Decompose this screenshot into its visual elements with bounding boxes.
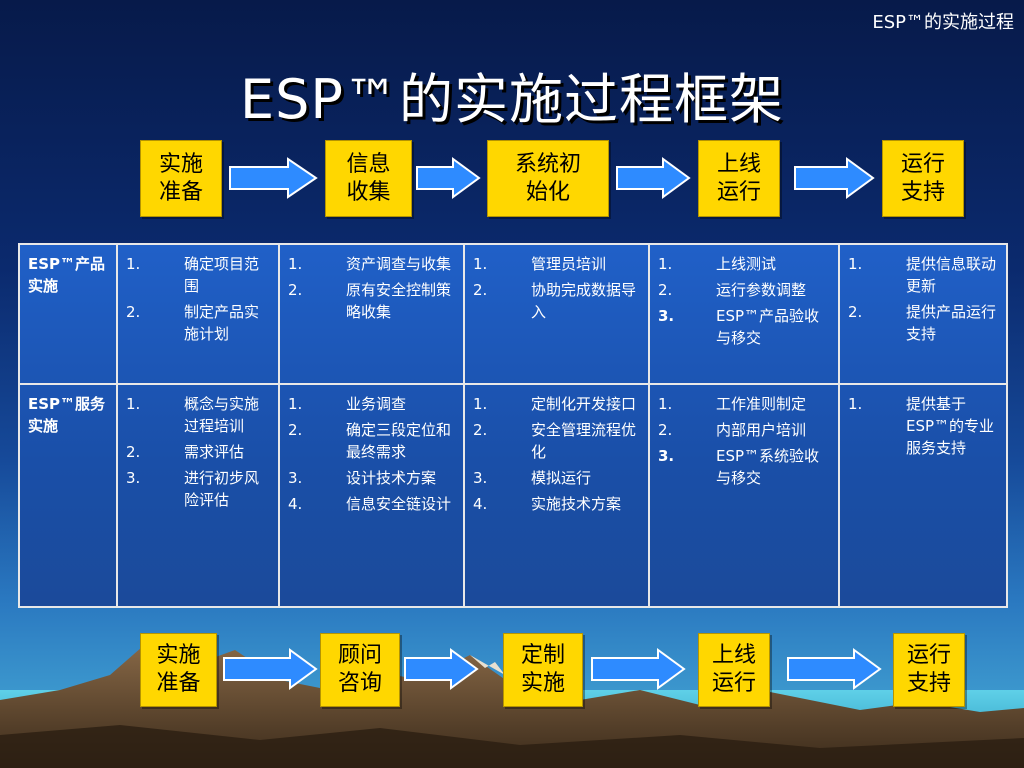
table-cell: 1.资产调查与收集 2.原有安全控制策略收集 <box>278 243 465 385</box>
bottom-step-1: 实施 准备 <box>140 633 217 707</box>
row-header-service: ESP™服务实施 <box>18 383 118 608</box>
slide-corner-title: ESP™的实施过程 <box>872 12 1014 33</box>
flow-arrow-icon <box>616 157 691 199</box>
bottom-step-5: 运行 支持 <box>893 633 965 707</box>
table-cell: 1.上线测试 2.运行参数调整 3.ESP™产品验收与移交 <box>648 243 840 385</box>
table-cell: 1.定制化开发接口 2.安全管理流程优化 3.模拟运行 4.实施技术方案 <box>463 383 650 608</box>
top-process-flow: 实施 准备 信息 收集 系统初 始化 上线 运行 运行 支持 <box>0 140 1024 220</box>
flow-arrow-icon <box>223 648 318 690</box>
flow-arrow-icon <box>787 648 882 690</box>
table-cell: 1.提供信息联动更新 2.提供产品运行支持 <box>838 243 1008 385</box>
table-row: ESP™产品实施 1.确定项目范围 2.制定产品实施计划 1.资产调查与收集 2… <box>18 243 1008 385</box>
top-step-1: 实施 准备 <box>140 140 222 217</box>
top-step-5: 运行 支持 <box>882 140 964 217</box>
table-cell: 1.工作准则制定 2.内部用户培训 3.ESP™系统验收与移交 <box>648 383 840 608</box>
table-cell: 1.管理员培训 2.协助完成数据导入 <box>463 243 650 385</box>
row-header-product: ESP™产品实施 <box>18 243 118 385</box>
bottom-step-3: 定制 实施 <box>503 633 583 707</box>
flow-arrow-icon <box>404 648 479 690</box>
table-cell: 1.提供基于ESP™的专业服务支持 <box>838 383 1008 608</box>
flow-arrow-icon <box>229 157 318 199</box>
bottom-step-4: 上线 运行 <box>698 633 770 707</box>
table-row: ESP™服务实施 1.概念与实施过程培训 2.需求评估 3.进行初步风险评估 1… <box>18 383 1008 608</box>
bottom-step-2: 顾问 咨询 <box>320 633 400 707</box>
top-step-2: 信息 收集 <box>325 140 412 217</box>
table-cell: 1.业务调查 2.确定三段定位和最终需求 3.设计技术方案 4.信息安全链设计 <box>278 383 465 608</box>
slide-title: ESP™的实施过程框架 <box>240 68 784 131</box>
flow-arrow-icon <box>794 157 875 199</box>
process-table: ESP™产品实施 1.确定项目范围 2.制定产品实施计划 1.资产调查与收集 2… <box>18 243 1008 608</box>
top-step-4: 上线 运行 <box>698 140 780 217</box>
flow-arrow-icon <box>416 157 481 199</box>
bottom-process-flow: 实施 准备 顾问 咨询 定制 实施 上线 运行 运行 支持 <box>0 633 1024 713</box>
table-cell: 1.概念与实施过程培训 2.需求评估 3.进行初步风险评估 <box>116 383 280 608</box>
table-cell: 1.确定项目范围 2.制定产品实施计划 <box>116 243 280 385</box>
flow-arrow-icon <box>591 648 686 690</box>
top-step-3: 系统初 始化 <box>487 140 609 217</box>
